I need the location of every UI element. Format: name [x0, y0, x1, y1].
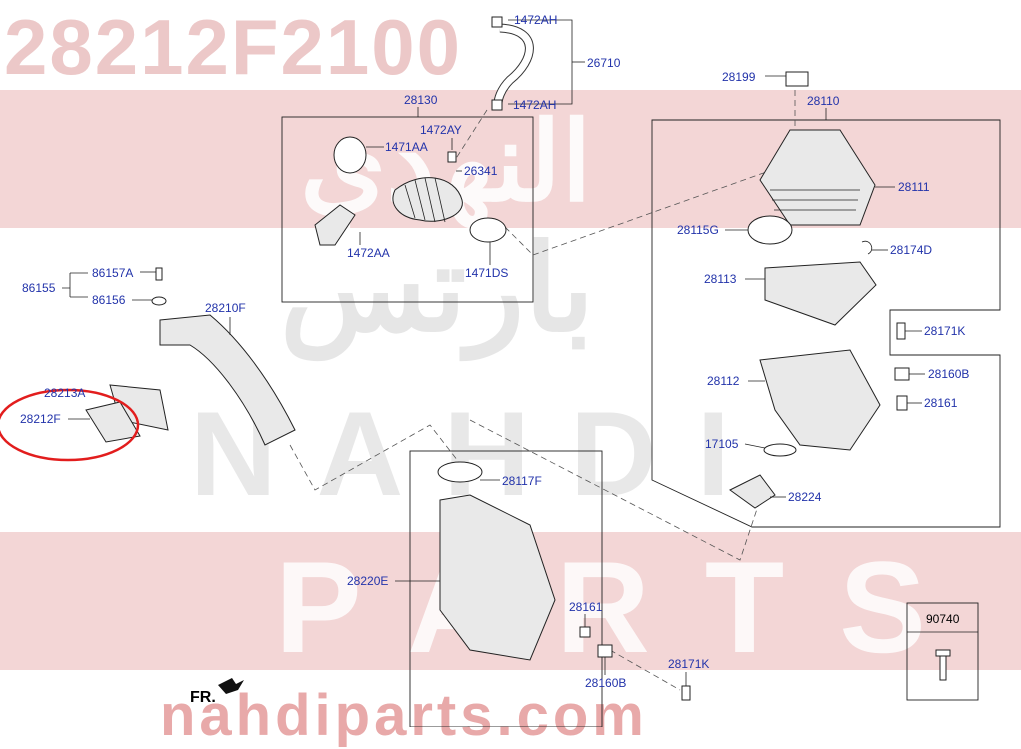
label-28224: 28224 — [788, 490, 822, 504]
gasket-17105 — [763, 443, 797, 457]
dash-to-28224 — [469, 419, 761, 561]
collar-28161-bottom — [579, 626, 591, 638]
bolt-28171k-right — [896, 322, 906, 340]
label-1471aa: 1471AA — [385, 140, 428, 154]
air-cleaner-body-28112 — [759, 349, 881, 451]
box-90740 — [906, 602, 979, 701]
label-1472ah-top: 1472AH — [514, 13, 557, 27]
duct-28115g — [747, 215, 793, 245]
leader-17105 — [744, 443, 766, 449]
label-26341: 26341 — [464, 164, 498, 178]
label-28161-bottom: 28161 — [569, 600, 603, 614]
label-28220e: 28220E — [347, 574, 388, 588]
label-28111: 28111 — [898, 180, 930, 194]
intake-duct-28210f — [159, 314, 296, 446]
label-28212f: 28212F — [20, 412, 61, 426]
bolt-28171k-bottom — [681, 685, 691, 701]
label-28161-right: 28161 — [924, 396, 958, 410]
resonator-28220e — [439, 494, 556, 661]
bellows-hose — [392, 177, 463, 222]
label-28160b-right: 28160B — [928, 367, 969, 381]
clip-1472ah-top — [491, 16, 503, 28]
clamp-1471aa — [333, 136, 367, 174]
label-28160b-bottom: 28160B — [585, 676, 626, 690]
label-28115g: 28115G — [677, 223, 719, 237]
label-28174d: 28174D — [890, 243, 932, 257]
seal-28117f — [437, 461, 483, 483]
label-1471ds: 1471DS — [465, 266, 508, 280]
highlight-28212f — [0, 388, 140, 462]
filter-element-28113 — [764, 261, 877, 326]
air-cleaner-cover — [759, 129, 876, 226]
diagram-drawing: 1472AH 26710 1472AH 28130 1472AY 1471AA … — [0, 13, 1001, 727]
box-28220e — [409, 450, 603, 727]
grommet-28160b-bottom — [597, 644, 613, 658]
box-28110 — [651, 119, 1001, 528]
label-28210f: 28210F — [205, 301, 246, 315]
clip-1472ah-bottom — [491, 99, 503, 111]
clamp-1471ds — [469, 217, 507, 243]
label-28113: 28113 — [704, 272, 737, 286]
label-28199 — [785, 71, 809, 87]
label-28130: 28130 — [404, 93, 438, 107]
parts-diagram: 28212F2100 النهدي بارتس NAHDI PARTS nahd… — [0, 3, 1021, 748]
label-90740: 90740 — [926, 612, 960, 626]
label-front: FR. — [190, 689, 216, 706]
connector-26341 — [447, 151, 457, 163]
label-1472ay: 1472AY — [420, 123, 462, 137]
dash-clamp — [497, 219, 534, 256]
label-26710: 26710 — [587, 56, 621, 70]
label-86156: 86156 — [92, 293, 126, 307]
bellows-ribs — [404, 177, 446, 223]
label-28199: 28199 — [722, 70, 756, 84]
grommet-28160b-right — [894, 367, 910, 381]
hose-28224 — [729, 474, 776, 509]
label-17105: 17105 — [705, 437, 739, 451]
label-1472aa: 1472AA — [347, 246, 390, 260]
label-28213a: 28213A — [44, 386, 85, 400]
label-86155: 86155 — [22, 281, 56, 295]
label-28171k-right: 28171K — [924, 324, 965, 338]
resonator-1472aa — [314, 204, 356, 246]
label-28117f: 28117F — [502, 474, 542, 488]
label-28112: 28112 — [707, 374, 740, 388]
dash-bolt — [609, 649, 681, 691]
dash-duct — [289, 424, 466, 491]
dash-28130-to-28110 — [532, 159, 801, 256]
clip-28174d — [861, 240, 873, 255]
front-arrow-icon — [218, 678, 244, 694]
bolt-86157a — [155, 267, 163, 281]
label-28110: 28110 — [807, 94, 840, 108]
label-28171k-bottom: 28171K — [668, 657, 709, 671]
label-1472ah-bottom: 1472AH — [513, 98, 556, 112]
guard-28212f — [85, 401, 141, 443]
clip-86156 — [151, 296, 167, 306]
label-86157a: 86157A — [92, 266, 133, 280]
collar-28161-right — [896, 395, 908, 411]
bolt-90740-head — [935, 649, 951, 657]
hose-26710-inner — [494, 24, 533, 105]
leader-86155 — [62, 272, 88, 298]
watermark-part-number: 28212F2100 — [4, 3, 463, 91]
box-28130 — [281, 116, 534, 303]
cover-ribs — [770, 189, 860, 211]
